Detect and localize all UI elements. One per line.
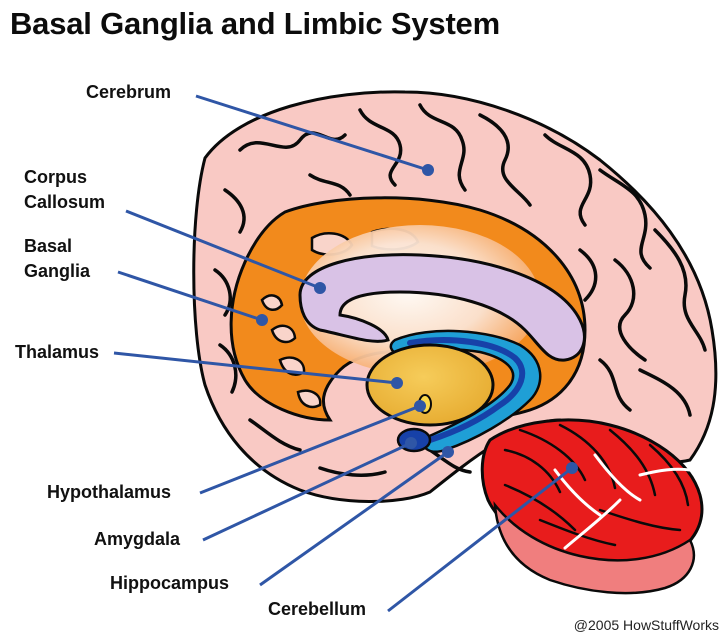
thalamus-shape: [367, 345, 493, 425]
copyright-notice: @2005 HowStuffWorks: [574, 617, 719, 633]
label-basal-ganglia: Basal Ganglia: [24, 234, 90, 284]
label-hippocampus: Hippocampus: [110, 571, 229, 596]
diagram-title: Basal Ganglia and Limbic System: [10, 6, 500, 42]
label-hypothalamus: Hypothalamus: [47, 480, 171, 505]
label-cerebellum: Cerebellum: [268, 597, 366, 622]
label-amygdala: Amygdala: [94, 527, 180, 552]
label-cerebrum: Cerebrum: [86, 80, 171, 105]
label-corpus-callosum: Corpus Callosum: [24, 165, 105, 215]
label-thalamus: Thalamus: [15, 340, 99, 365]
